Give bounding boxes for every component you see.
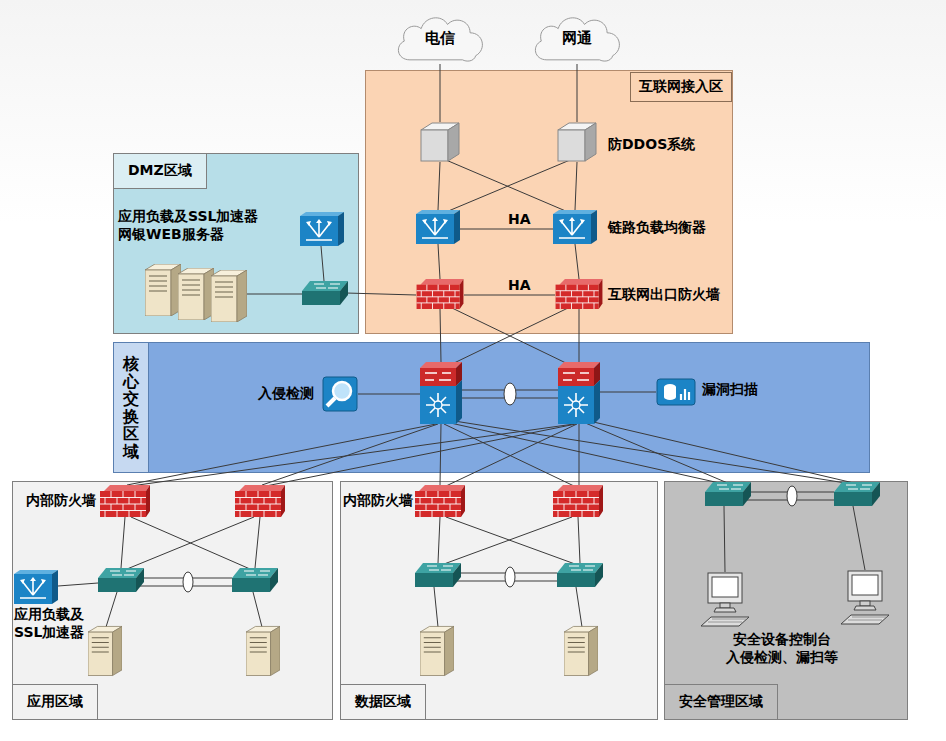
- device-label: 链路负载均衡器: [608, 219, 706, 237]
- device-label: 互联网出口防火墙: [608, 286, 720, 304]
- zone-title: 应用区域: [13, 684, 98, 719]
- cloud-label: 网通: [530, 29, 624, 48]
- zone-title: 安全管理区域: [665, 684, 778, 719]
- zone-title: 数据区域: [341, 684, 426, 719]
- zone-panel: DMZ区域: [113, 153, 359, 334]
- device-label: 应用负载及SSL加速器: [14, 606, 98, 641]
- device-label: 应用负载及SSL加速器 网银WEB服务器: [118, 208, 283, 243]
- cloud-label: 电信: [393, 29, 487, 48]
- cloud: 网通: [530, 12, 624, 64]
- device-label: 入侵检测: [258, 385, 314, 403]
- zone-title: 互联网接入区: [630, 72, 732, 102]
- ha-label: HA: [508, 211, 531, 229]
- device-label: 安全设备控制台 入侵检测、漏扫等: [718, 631, 846, 666]
- ha-label: HA: [508, 277, 531, 295]
- zone-title: DMZ区域: [114, 154, 207, 189]
- device-label: 防DDOS系统: [608, 136, 695, 154]
- zone-title: 核心交换区域: [123, 355, 139, 461]
- device-label: 内部防火墙: [26, 492, 96, 510]
- zone-panel: 核心交换区域: [113, 342, 870, 473]
- zone-panel: 数据区域: [340, 481, 658, 720]
- zone-panel: 应用区域: [12, 481, 333, 720]
- zone-panel: 安全管理区域: [664, 481, 908, 720]
- device-label: 内部防火墙: [343, 492, 413, 510]
- device-label: 漏洞扫描: [702, 381, 758, 399]
- cloud: 电信: [393, 12, 487, 64]
